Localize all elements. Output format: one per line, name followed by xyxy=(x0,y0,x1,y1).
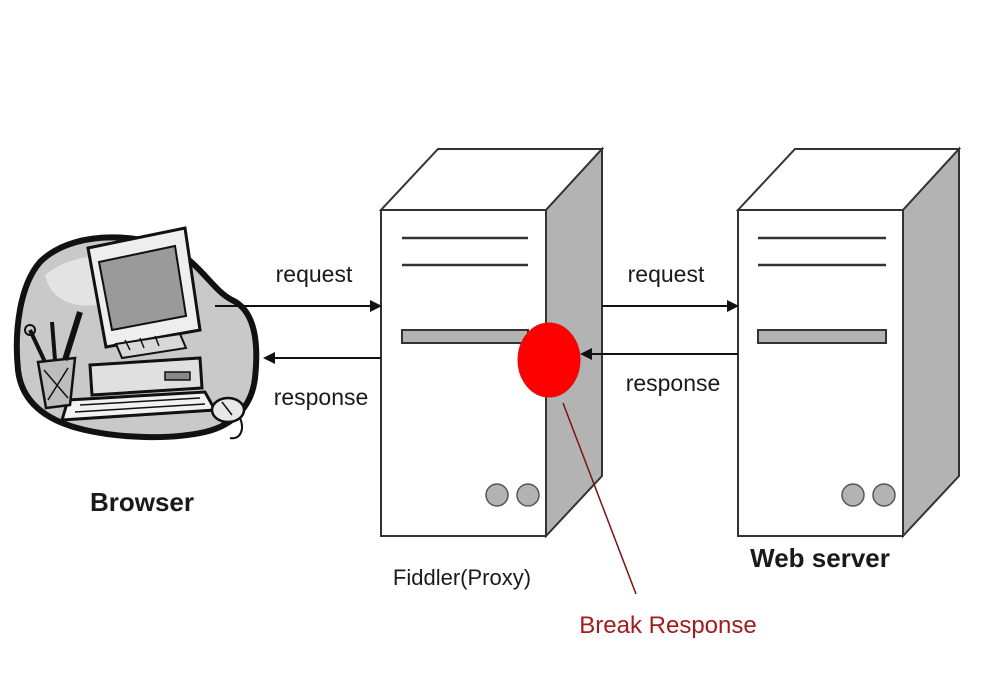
webserver-side-face xyxy=(902,146,960,539)
request-label-left: request xyxy=(276,261,353,287)
break-response-label: Break Response xyxy=(579,612,756,639)
breakpoint-marker xyxy=(517,322,581,398)
webserver-button-1 xyxy=(841,483,865,507)
webserver-drive-slot xyxy=(757,329,887,344)
response-label-left: response xyxy=(274,384,369,410)
proxy-button-2 xyxy=(516,483,540,507)
browser-computer-icon xyxy=(13,226,260,441)
monitor-screen xyxy=(97,244,188,332)
web-server-icon xyxy=(735,146,962,539)
mouse-icon xyxy=(210,396,246,440)
proxy-server-icon xyxy=(378,146,605,539)
pen-cup-icon xyxy=(24,311,83,410)
proxy-drive-slot xyxy=(401,329,529,344)
webserver-button-2 xyxy=(872,483,896,507)
response-label-right: response xyxy=(626,370,721,396)
proxy-button-1 xyxy=(485,483,509,507)
computer-base xyxy=(88,356,204,397)
request-label-right: request xyxy=(628,261,705,287)
browser-label: Browser xyxy=(90,487,194,517)
proxy-label: Fiddler(Proxy) xyxy=(393,565,531,590)
breakpoint-callout-line xyxy=(562,402,637,595)
webserver-label: Web server xyxy=(750,543,890,573)
